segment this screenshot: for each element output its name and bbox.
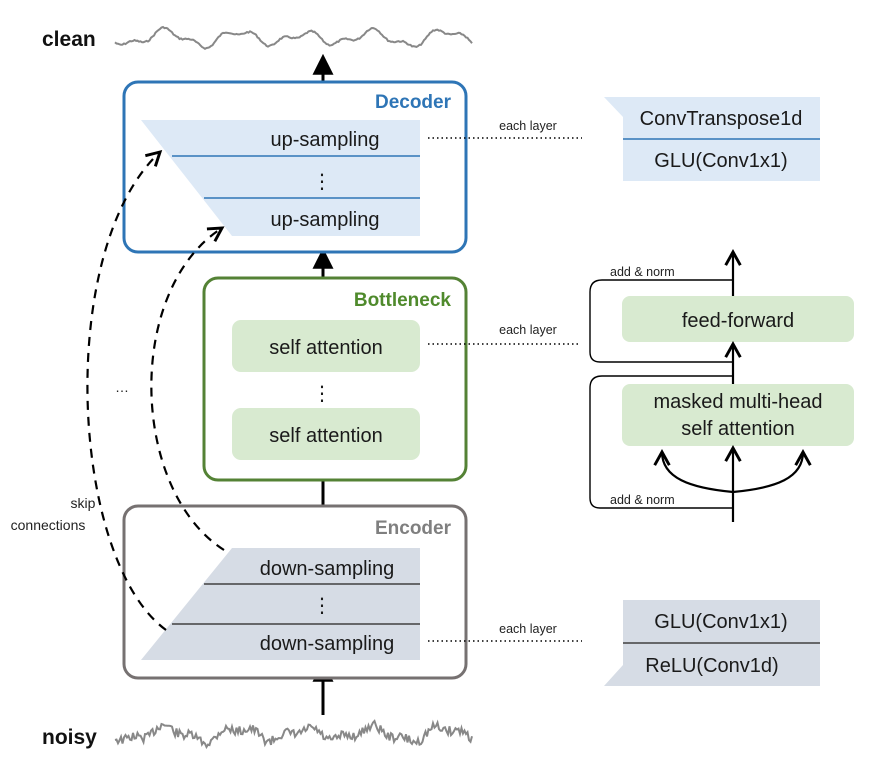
- feed-forward-label: feed-forward: [682, 310, 794, 332]
- bottleneck-block: Bottleneck self attention ⋮ self attenti…: [202, 276, 468, 482]
- encoder-trapezoid: [141, 548, 420, 660]
- self-attention-box: [232, 320, 420, 372]
- bottleneck-dots: ⋮: [312, 383, 332, 405]
- encoder-dots: ⋮: [312, 595, 332, 617]
- noisy-waveform: [114, 719, 473, 750]
- bottleneck-layer-label: self attention: [269, 337, 382, 359]
- decoder-title: Decoder: [375, 92, 452, 113]
- add-norm-label: add & norm: [610, 265, 675, 279]
- bottleneck-layer-detail: feed-forward masked multi-head self atte…: [589, 252, 854, 522]
- decoder-layer-label: up-sampling: [271, 209, 380, 231]
- masked-attention-label: self attention: [681, 418, 794, 440]
- attention-branch-right: [732, 452, 803, 494]
- residual-connection-2: [589, 279, 733, 363]
- decoder-trapezoid: [141, 120, 420, 236]
- encoder-layer-label: down-sampling: [260, 633, 395, 655]
- bottleneck-title: Bottleneck: [354, 290, 452, 311]
- masked-attention-box: [622, 384, 854, 446]
- encoder-title: Encoder: [375, 518, 452, 539]
- decoder-layer-detail: ConvTranspose1d GLU(Conv1x1): [604, 97, 820, 181]
- decoder-layer-label: up-sampling: [271, 129, 380, 151]
- decoder-dots: ⋮: [312, 171, 332, 193]
- attention-branch-left: [662, 452, 734, 494]
- skip-ellipsis: …: [115, 379, 129, 395]
- residual-connection-1: [589, 375, 733, 509]
- feed-forward-box: [622, 296, 854, 342]
- conv-transpose-label: ConvTranspose1d: [640, 108, 803, 130]
- skip-label: connections: [11, 517, 86, 533]
- glu-conv-label: GLU(Conv1x1): [654, 611, 787, 633]
- add-norm-label: add & norm: [610, 493, 675, 507]
- glu-conv-label: GLU(Conv1x1): [654, 150, 787, 172]
- decoder-each-layer-label: each layer: [499, 119, 557, 133]
- skip-label: skip: [71, 495, 96, 511]
- skip-connection-inner: [150, 228, 225, 551]
- encoder-layer-detail: GLU(Conv1x1) ReLU(Conv1d): [604, 600, 820, 686]
- noisy-label: noisy: [42, 726, 97, 749]
- encoder-block: Encoder down-sampling ⋮ down-sampling: [122, 504, 468, 680]
- clean-label: clean: [42, 28, 96, 51]
- relu-conv-label: ReLU(Conv1d): [645, 655, 778, 677]
- encoder-layer-label: down-sampling: [260, 558, 395, 580]
- bottleneck-each-layer-label: each layer: [499, 323, 557, 337]
- encoder-each-layer-label: each layer: [499, 622, 557, 636]
- masked-attention-label: masked multi-head: [654, 391, 823, 413]
- skip-connection-outer: [86, 152, 167, 631]
- self-attention-box: [232, 408, 420, 460]
- decoder-block: Decoder up-sampling ⋮ up-sampling: [122, 80, 468, 254]
- clean-waveform: [114, 25, 473, 50]
- bottleneck-layer-label: self attention: [269, 425, 382, 447]
